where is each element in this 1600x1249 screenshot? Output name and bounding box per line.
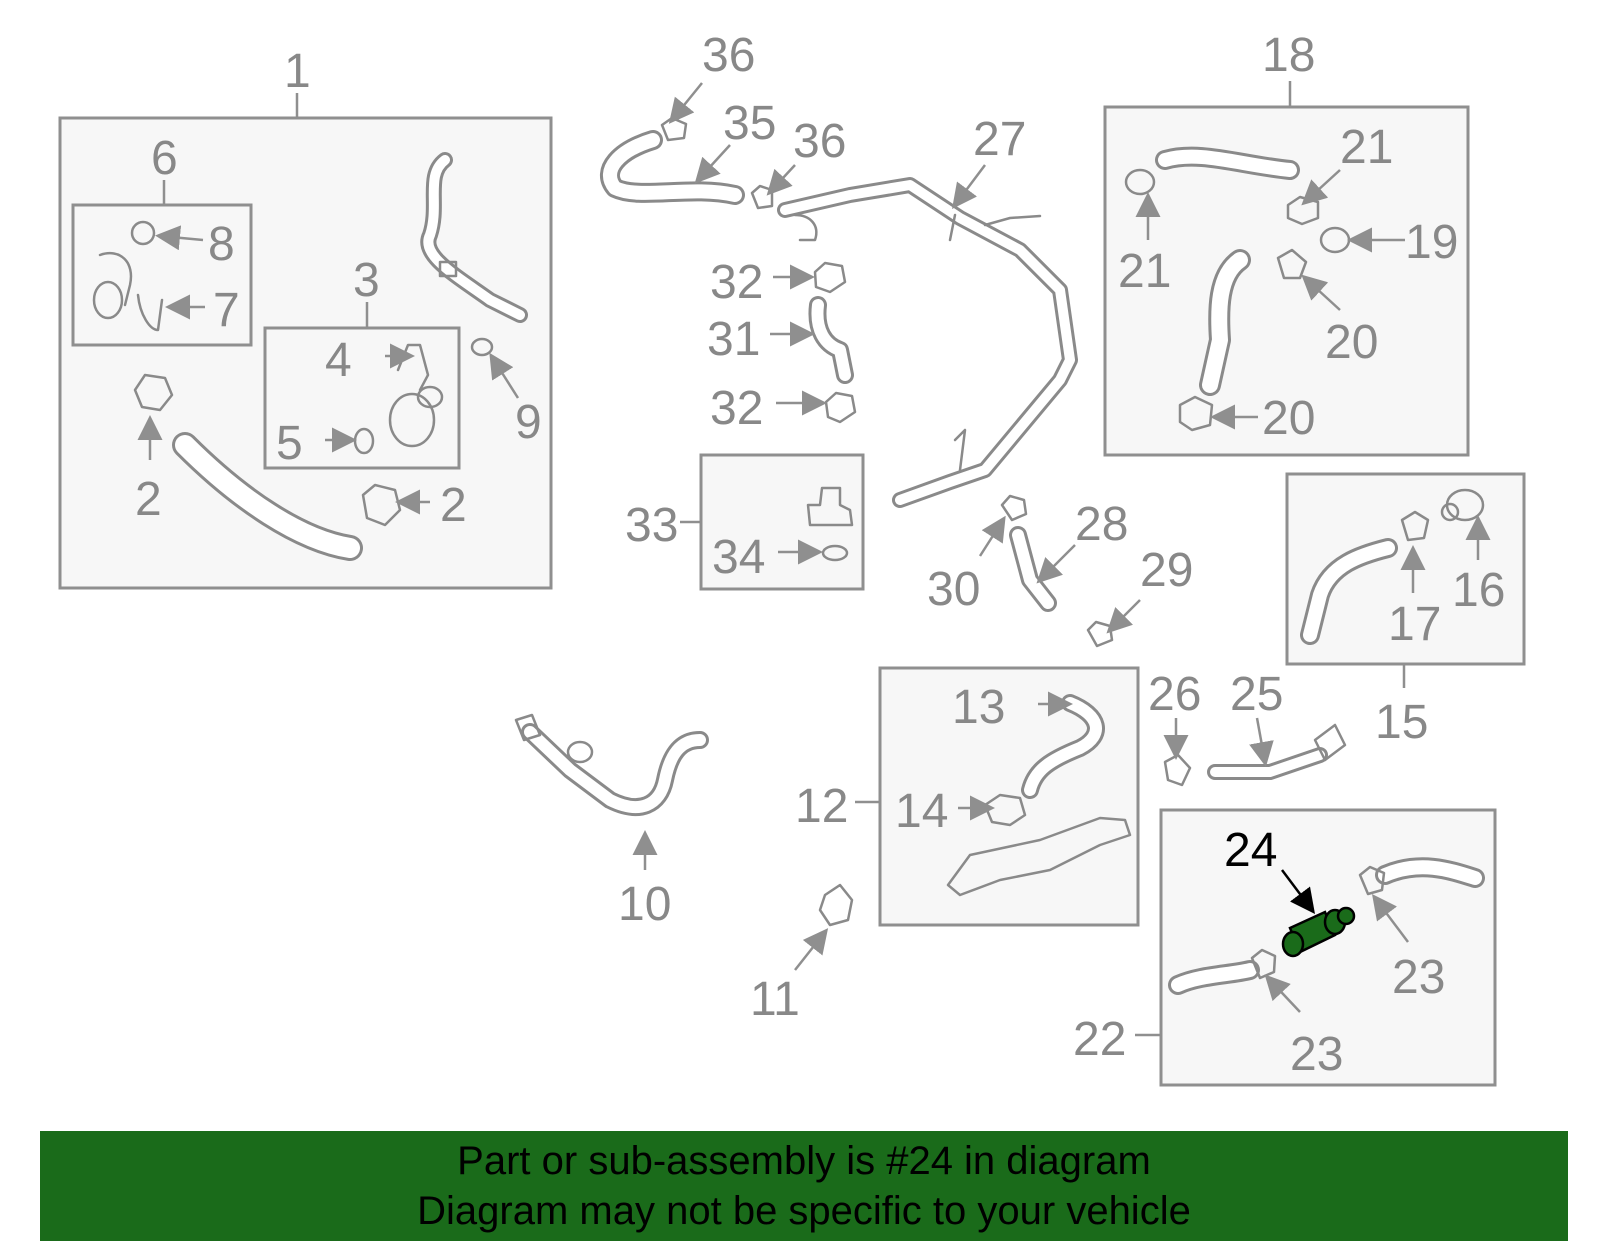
label-26: 26 — [1148, 668, 1201, 721]
label-20a: 20 — [1325, 316, 1378, 369]
part-11-clamp — [818, 883, 854, 927]
label-20b: 20 — [1262, 392, 1315, 445]
label-32a: 32 — [710, 256, 763, 309]
part-12-pipe — [946, 793, 1132, 897]
label-9: 9 — [515, 396, 542, 449]
part-15-hose — [1300, 488, 1485, 645]
label-8: 8 — [208, 218, 235, 271]
label-19: 19 — [1405, 216, 1458, 269]
label-35: 35 — [723, 97, 776, 150]
label-21a: 21 — [1340, 121, 1393, 174]
info-banner: Part or sub-assembly is #24 in diagram D… — [40, 1131, 1568, 1241]
label-23a: 23 — [1392, 951, 1445, 1004]
assembly-box-22 — [1159, 808, 1497, 1087]
part-9-pipe — [420, 152, 528, 357]
part-27-pipe — [777, 177, 1078, 508]
label-16: 16 — [1452, 564, 1505, 617]
label-36b: 36 — [793, 115, 846, 168]
label-32b: 32 — [710, 382, 763, 435]
part-1-hose — [172, 432, 363, 561]
label-15: 15 — [1375, 696, 1428, 749]
label-31: 31 — [707, 313, 760, 366]
label-29: 29 — [1140, 544, 1193, 597]
label-33: 33 — [625, 499, 678, 552]
banner-line-1: Part or sub-assembly is #24 in diagram — [457, 1139, 1151, 1183]
part-6-elbow — [92, 220, 164, 332]
label-1: 1 — [284, 45, 311, 98]
part-24-highlighted[interactable] — [1281, 906, 1356, 958]
label-6: 6 — [151, 132, 178, 185]
label-13: 13 — [952, 681, 1005, 734]
part-35-hose — [600, 130, 745, 205]
part-25-26 — [1163, 723, 1347, 787]
label-3: 3 — [353, 254, 380, 307]
part-22-hoses — [1168, 857, 1485, 995]
label-10: 10 — [618, 878, 671, 931]
label-2b: 2 — [440, 479, 467, 532]
label-22: 22 — [1073, 1013, 1126, 1066]
label-30: 30 — [927, 563, 980, 616]
part-33-outlet — [806, 486, 854, 562]
part-18-hoses — [1124, 146, 1351, 432]
part-32-clamps — [813, 261, 857, 424]
label-11: 11 — [750, 973, 800, 1026]
label-23b: 23 — [1290, 1028, 1343, 1081]
label-18: 18 — [1262, 29, 1315, 82]
label-14: 14 — [895, 785, 948, 838]
label-17: 17 — [1388, 598, 1441, 651]
label-2a: 2 — [135, 473, 162, 526]
assembly-box-3 — [263, 326, 461, 470]
label-5: 5 — [276, 417, 303, 470]
parts-diagram: 1 6 8 7 3 4 5 2 2 9 36 35 36 27 32 31 32… — [58, 29, 1526, 1087]
banner-line-2: Diagram may not be specific to your vehi… — [417, 1189, 1191, 1233]
label-7: 7 — [213, 284, 240, 337]
label-21b: 21 — [1118, 245, 1171, 298]
label-12: 12 — [795, 780, 848, 833]
part-10-hose — [514, 713, 709, 817]
label-27: 27 — [973, 113, 1026, 166]
label-25: 25 — [1230, 668, 1283, 721]
part-28-hose — [1009, 526, 1057, 612]
label-24: 24 — [1224, 824, 1277, 877]
label-34: 34 — [712, 531, 765, 584]
label-28: 28 — [1075, 498, 1128, 551]
part-13-hose — [1021, 694, 1105, 799]
label-36a: 36 — [702, 29, 755, 82]
label-4: 4 — [325, 334, 352, 387]
part-31-hose — [808, 296, 854, 384]
